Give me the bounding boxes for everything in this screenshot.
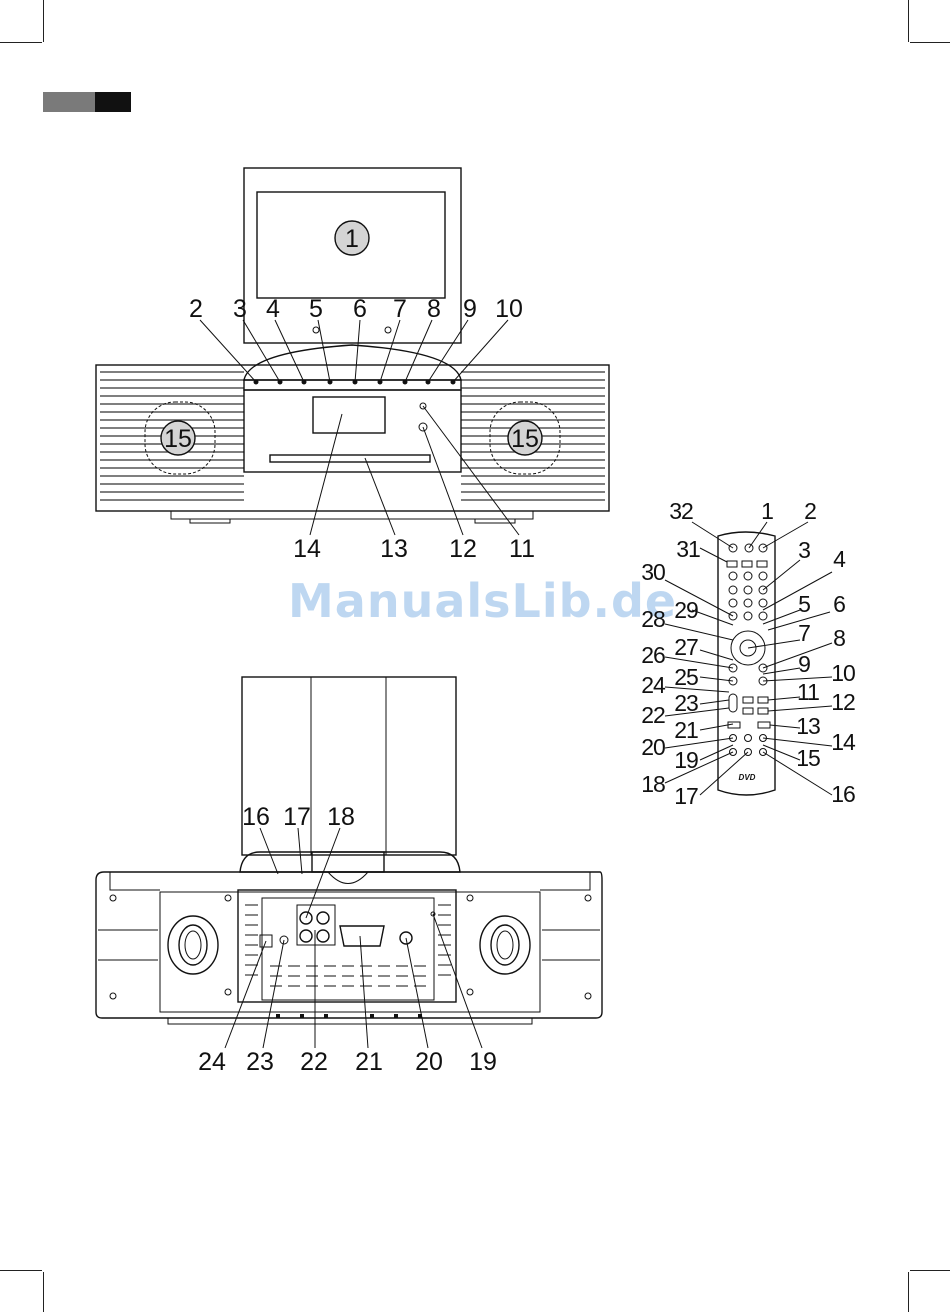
rear-callout-23: 23 [246,1048,274,1076]
rear-callout-20: 20 [415,1048,443,1076]
rear-callout-24: 24 [198,1048,226,1076]
rear-callout-22: 22 [300,1048,328,1076]
rear-callout-21: 21 [355,1048,383,1076]
rear-callout-19: 19 [469,1048,497,1076]
rear-callout-18: 18 [327,803,355,831]
rear-callout-17: 17 [283,803,311,831]
rear-callout-16: 16 [242,803,270,831]
